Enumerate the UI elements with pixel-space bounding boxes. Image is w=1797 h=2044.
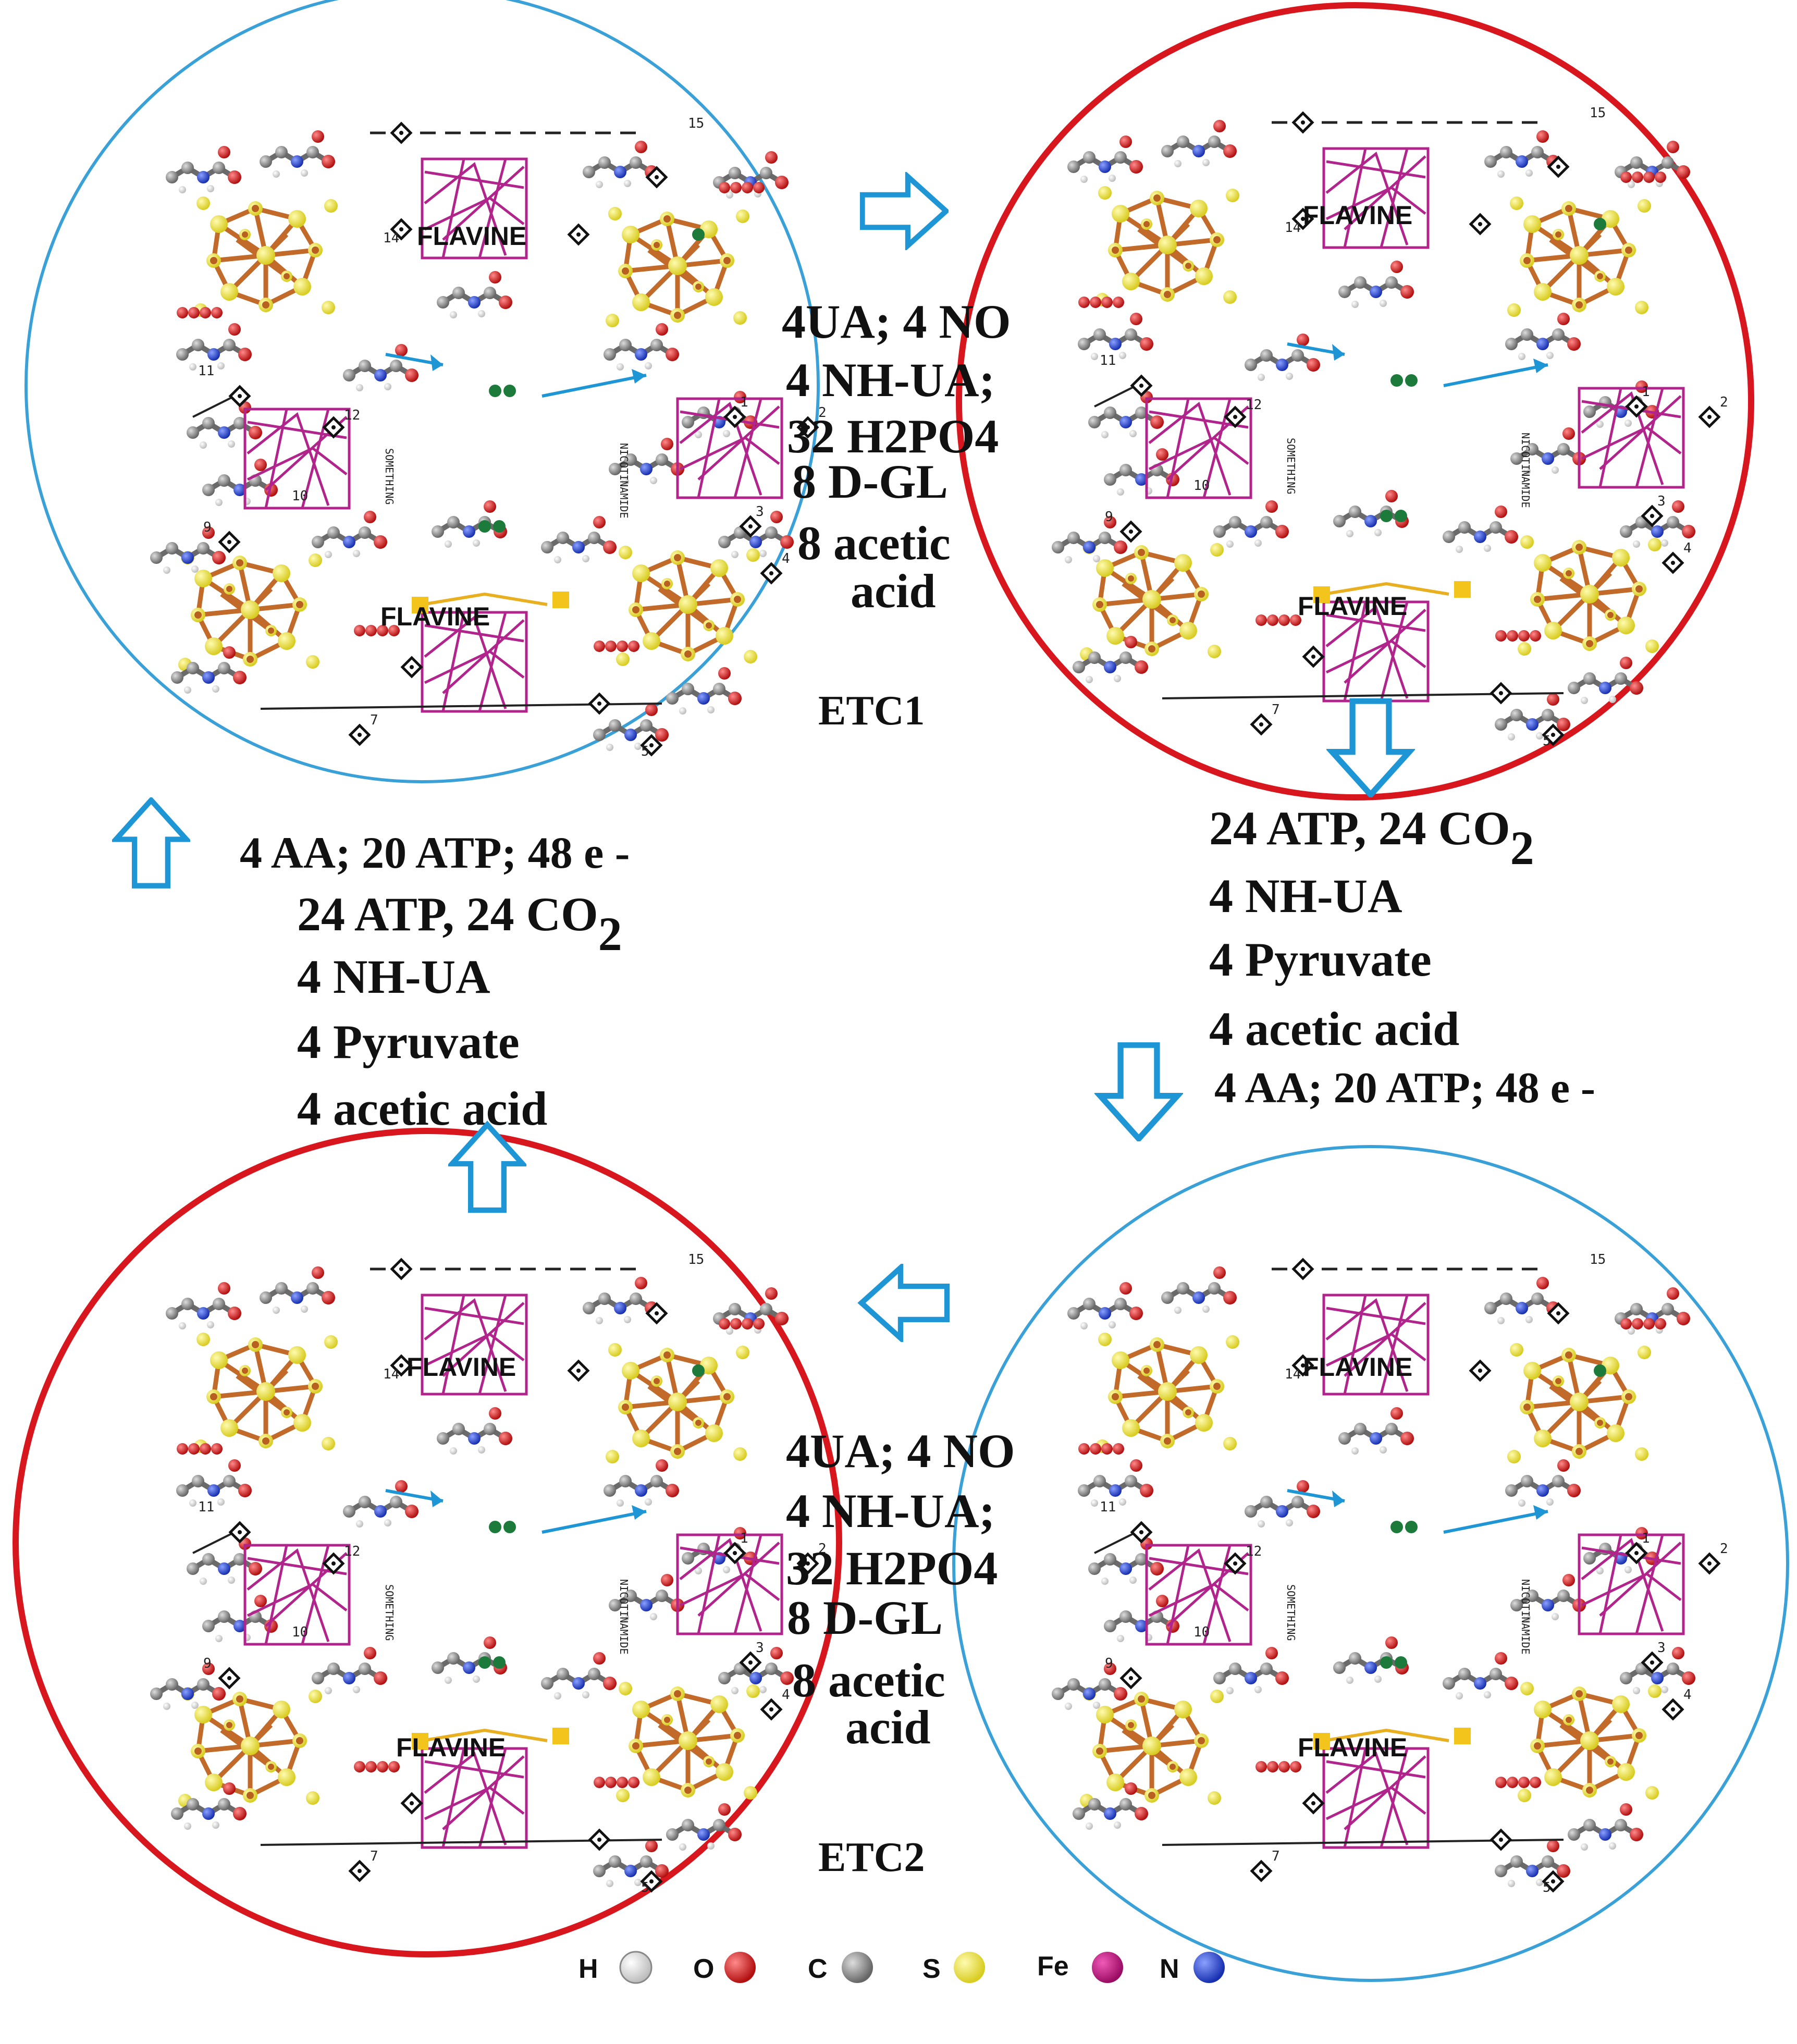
arrow-up-left — [116, 800, 187, 885]
iron-atom-icon — [1092, 1952, 1123, 1983]
legend-carbon: C — [808, 1952, 873, 1984]
left-block-line: 4 AA; 20 ATP; 48 e - — [240, 828, 630, 878]
oxygen-atom-icon — [724, 1952, 756, 1983]
legend-oxygen: O — [693, 1952, 756, 1984]
legend-nitrogen: N — [1160, 1952, 1225, 1984]
legend-hydrogen: H — [579, 1951, 653, 1984]
center-top-line: 8 D-GL — [792, 455, 948, 508]
center-bottom-text: 4UA; 4 NO 4 NH-UA; 32 H2PO4 8 D-GL 8 ace… — [786, 1424, 1015, 1754]
legend-symbol: C — [808, 1954, 828, 1984]
panel-top-left-circle — [24, 0, 820, 783]
carbon-atom-icon — [842, 1952, 873, 1983]
flavine-label: FLAVINE — [1303, 201, 1412, 230]
flavine-label: FLAVINE — [1303, 1352, 1412, 1382]
sulfur-atom-icon — [954, 1952, 985, 1983]
right-co2-sub: 2 — [1510, 821, 1534, 875]
panel-top-right-circle — [956, 2, 1754, 801]
center-bottom-line: acid — [845, 1701, 931, 1754]
legend-symbol: N — [1160, 1954, 1179, 1984]
right-block-line: 4 NH-UA — [1209, 869, 1402, 922]
center-top-line: acid — [851, 564, 936, 618]
left-block-line: 4 acetic acid — [297, 1082, 547, 1135]
center-bottom-line: 4 NH-UA; — [786, 1484, 995, 1537]
right-block-line: 4 AA; 20 ATP; 48 e - — [1214, 1064, 1595, 1112]
hydrogen-atom-icon — [619, 1951, 653, 1984]
left-block-line: 4 Pyruvate — [297, 1015, 520, 1068]
nitrogen-atom-icon — [1193, 1952, 1225, 1983]
center-top-text: 4UA; 4 NO 4 NH-UA; 32 H2PO4 8 D-GL 8 ace… — [782, 295, 1011, 618]
etc1-label: ETC1 — [818, 688, 925, 734]
legend-symbol: S — [922, 1954, 941, 1984]
flavine-label: FLAVINE — [417, 221, 526, 251]
center-bottom-line: 4UA; 4 NO — [786, 1424, 1015, 1477]
legend-iron: Fe — [1037, 1951, 1123, 1983]
right-block-line: 4 acetic acid — [1209, 1002, 1459, 1055]
center-bottom-line: 8 D-GL — [787, 1591, 943, 1644]
legend-symbol: Fe — [1037, 1951, 1069, 1981]
center-top-line: 8 acetic — [797, 516, 951, 570]
center-bottom-line: 32 H2PO4 — [786, 1542, 998, 1595]
right-text-block: 24 ATP, 24 CO2 4 NH-UA 4 Pyruvate 4 acet… — [1209, 802, 1595, 1112]
center-top-line: 32 H2PO4 — [787, 410, 999, 463]
panel-top-right: FLAVINE FLAVINE — [1052, 105, 1728, 749]
left-text-block: 4 AA; 20 ATP; 48 e - 24 ATP, 24 CO2 4 NH… — [240, 828, 630, 1135]
element-legend: H O C S Fe N — [579, 1951, 1225, 1984]
center-bottom-line: 8 acetic — [792, 1654, 945, 1707]
legend-symbol: O — [693, 1954, 714, 1984]
arrow-right-top — [863, 177, 946, 245]
center-top-line: 4UA; 4 NO — [782, 295, 1011, 348]
right-co2-main: 24 ATP, 24 CO — [1209, 802, 1510, 855]
flavine-label: FLAVINE — [1298, 592, 1407, 621]
panel-bottom-left-circle — [13, 1128, 842, 1957]
panel-bottom-right-circle — [952, 1145, 1789, 1982]
flavine-label: FLAVINE — [1298, 1733, 1407, 1762]
arrow-left-bottom — [861, 1268, 947, 1338]
left-block-line: 4 NH-UA — [297, 950, 490, 1003]
right-block-line: 4 Pyruvate — [1209, 933, 1432, 986]
legend-symbol: H — [579, 1954, 598, 1984]
panel-top-left: FLAVINE FLAVINE — [150, 116, 827, 759]
arrow-down-right-upper — [1332, 701, 1409, 795]
left-co2-sub: 2 — [598, 907, 622, 961]
left-co2-main: 24 ATP, 24 CO — [297, 888, 598, 941]
flavine-label: FLAVINE — [380, 602, 490, 631]
panel-bottom-right: FLAVINE FLAVINE — [1052, 1252, 1728, 1895]
legend-sulfur: S — [922, 1952, 985, 1984]
left-block-line: 24 ATP, 24 CO2 — [297, 888, 622, 961]
panel-bottom-left: FLAVINE FLAVINE — [150, 1252, 827, 1895]
center-top-line: 4 NH-UA; — [786, 353, 995, 407]
arrow-down-right-lower — [1100, 1045, 1177, 1139]
flavine-label: FLAVINE — [396, 1733, 506, 1762]
flavine-label: FLAVINE — [407, 1352, 516, 1382]
etc2-label: ETC2 — [818, 1834, 925, 1880]
right-block-line: 24 ATP, 24 CO2 — [1209, 802, 1534, 875]
